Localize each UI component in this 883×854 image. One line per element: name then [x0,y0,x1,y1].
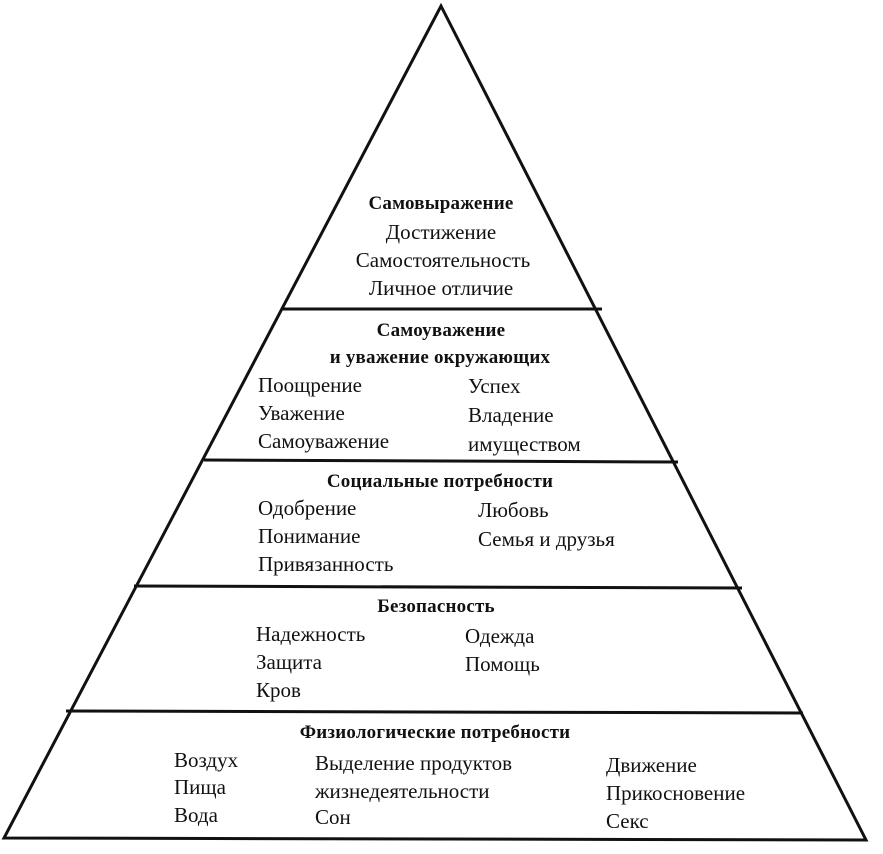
level-self-expression-item: Достижение [385,220,497,244]
level-social-item: Привязанность [258,552,394,576]
level-social-item: Понимание [258,524,361,548]
level-physiological-item: Сон [315,805,351,829]
level-physiological-item: жизнедеятельности [315,779,490,803]
level-self-expression-item: Самостоятельность [355,248,531,272]
level-social-title: Социальные потребности [326,471,554,492]
level-esteem-item: Самоуважение [258,429,390,453]
level-social-item: Одобрение [258,496,357,520]
level-safety-item: Надежность [256,622,366,646]
level-safety-item: Кров [256,678,301,702]
level-physiological-item: Воздух [174,748,239,772]
level-physiological-item: Пища [174,775,226,799]
level-physiological-item: Вода [174,803,218,827]
level-safety-item: Помощь [465,652,540,676]
level-social-item: Любовь [478,498,549,522]
pyramid-triangle [1,2,869,842]
divider-level-2 [203,458,679,464]
level-physiological-item: Выделение продуктов [315,751,513,775]
divider-level-4 [65,709,804,715]
level-physiological-title: Физиологические потребности [299,722,571,743]
level-physiological-item: Прикосновение [606,781,746,805]
level-esteem-item: Поощрение [258,373,362,397]
level-self-expression-title: Самовыражение [368,193,514,214]
level-safety-title: Безопасность [377,596,495,617]
level-self-expression-item: Личное отличие [368,276,514,300]
level-esteem-title-line1: Самоуважение [376,320,506,341]
level-physiological-item: Секс [606,809,649,833]
level-safety-item: Одежда [465,624,535,648]
level-esteem-item: Владение [468,403,554,427]
level-safety-item: Защита [256,650,323,674]
level-social-item: Семья и друзья [478,527,615,551]
level-esteem-title-line2: и уважение окружающих [329,347,551,368]
level-esteem-item: Уважение [258,401,345,425]
level-esteem-item: имуществом [468,432,581,456]
level-physiological-item: Движение [606,753,697,777]
divider-level-3 [133,584,743,590]
level-esteem-item: Успех [468,374,521,398]
